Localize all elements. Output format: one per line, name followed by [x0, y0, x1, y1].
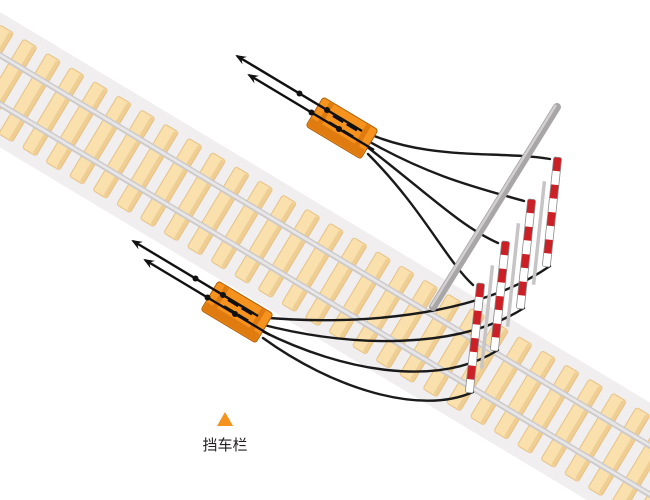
barrier-bar [542, 156, 562, 268]
barrier-bars [465, 156, 562, 394]
pull-arrows-lower [131, 239, 271, 337]
barrier-bar [490, 240, 510, 352]
barrier-cable [358, 128, 552, 161]
legend-label: 挡车栏 [202, 437, 247, 454]
barrier-struts [479, 181, 547, 369]
rope-dot [204, 294, 211, 301]
barrier-strut [531, 181, 547, 285]
barrier-strut [505, 223, 521, 327]
rope-dot [296, 90, 303, 97]
rope-dot [232, 311, 238, 317]
drive-unit-upper [306, 97, 378, 159]
rope-dot [336, 126, 342, 132]
rail-upper-highlight [0, 8, 650, 500]
drive-unit-shade [202, 302, 260, 341]
pull-arrows-upper [235, 54, 375, 152]
barrier-strut [479, 265, 495, 369]
barrier-cable [364, 144, 500, 245]
barrier-bar [516, 198, 536, 310]
rails [0, 7, 650, 500]
barrier-cable [261, 336, 475, 402]
drive-unit-rib [350, 124, 371, 155]
rope-dot [308, 109, 315, 116]
barrier-bar [465, 282, 485, 394]
barrier-cable [361, 136, 526, 203]
support-pole-body [429, 103, 561, 311]
legend: 挡车栏 [202, 412, 248, 454]
rail-lower-highlight [0, 44, 650, 500]
rope-dot [192, 275, 199, 282]
support-pole [429, 103, 561, 311]
legend-triangle-icon [217, 412, 233, 426]
rope-dot [220, 292, 226, 298]
support-pole-highlight [430, 104, 557, 307]
drive-unit-shade [307, 118, 365, 157]
rope-dot [324, 107, 330, 113]
drive-unit-rib [245, 308, 266, 339]
barrier-cable [256, 264, 552, 322]
barrier-cable [366, 152, 475, 287]
